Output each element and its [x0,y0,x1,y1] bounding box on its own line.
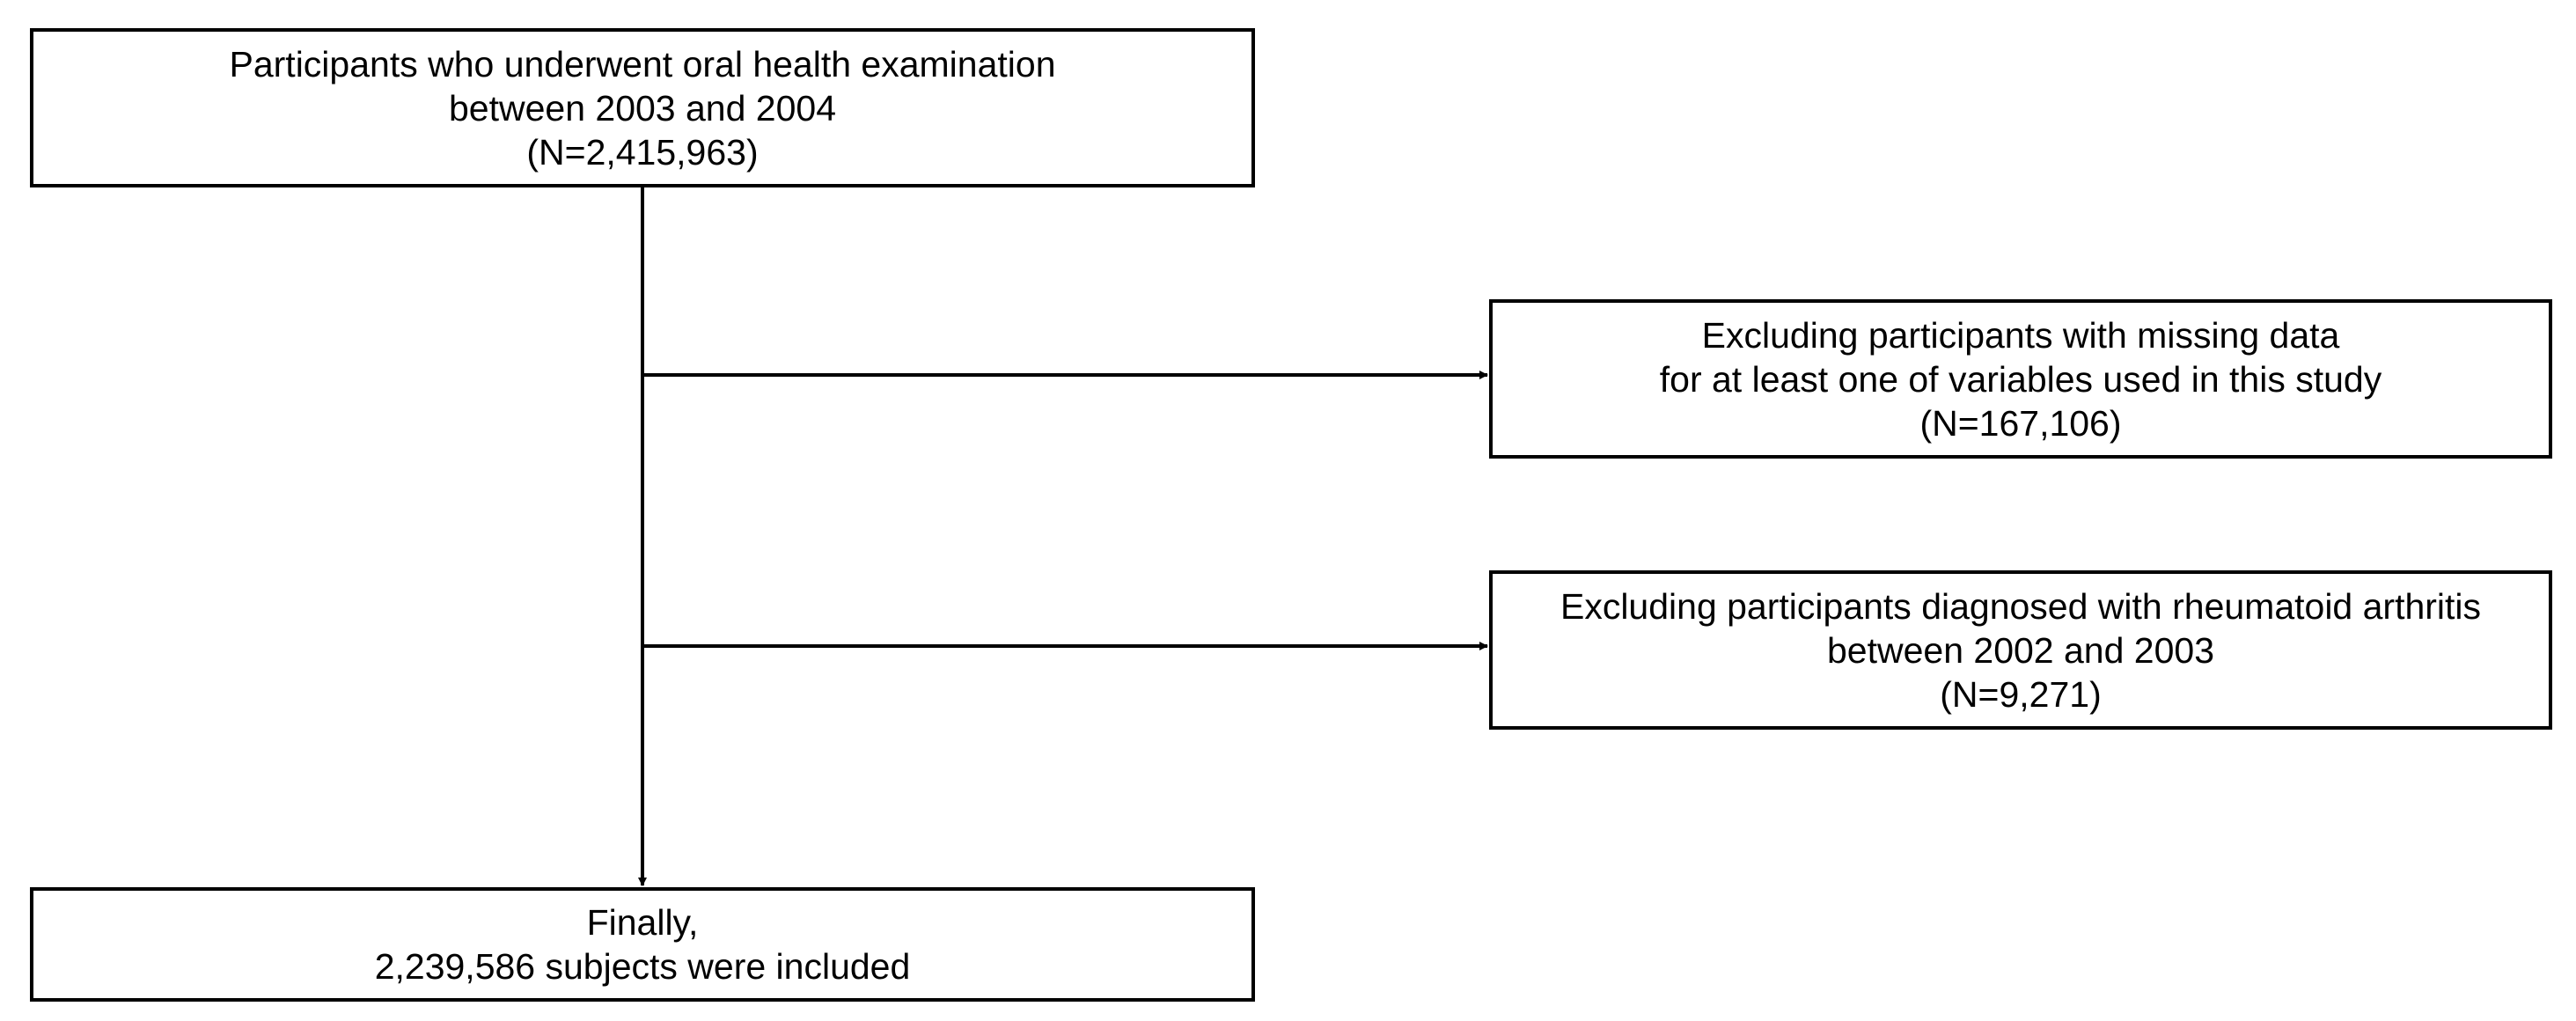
start-line-2: between 2003 and 2004 [448,87,836,129]
exclusion-1-line-3: (N=167,106) [1919,402,2122,444]
exclusion-1-line-1: Excluding participants with missing data [1701,314,2340,356]
final-box: Finally, 2,239,586 subjects were include… [30,887,1255,1002]
exclusion-2-line-3: (N=9,271) [1940,673,2102,715]
final-line-2: 2,239,586 subjects were included [374,946,911,987]
final-line-1: Finally, [586,902,699,943]
start-line-1: Participants who underwent oral health e… [229,43,1056,84]
exclusion-2-line-2: between 2002 and 2003 [1826,629,2214,671]
exclusion-1-line-2: for at least one of variables used in th… [1659,358,2382,400]
exclusion-2-box: Excluding participants diagnosed with rh… [1489,570,2552,730]
start-box: Participants who underwent oral health e… [30,28,1255,187]
exclusion-1-box: Excluding participants with missing data… [1489,299,2552,459]
exclusion-2-line-1: Excluding participants diagnosed with rh… [1560,585,2482,627]
start-line-3: (N=2,415,963) [526,131,759,173]
